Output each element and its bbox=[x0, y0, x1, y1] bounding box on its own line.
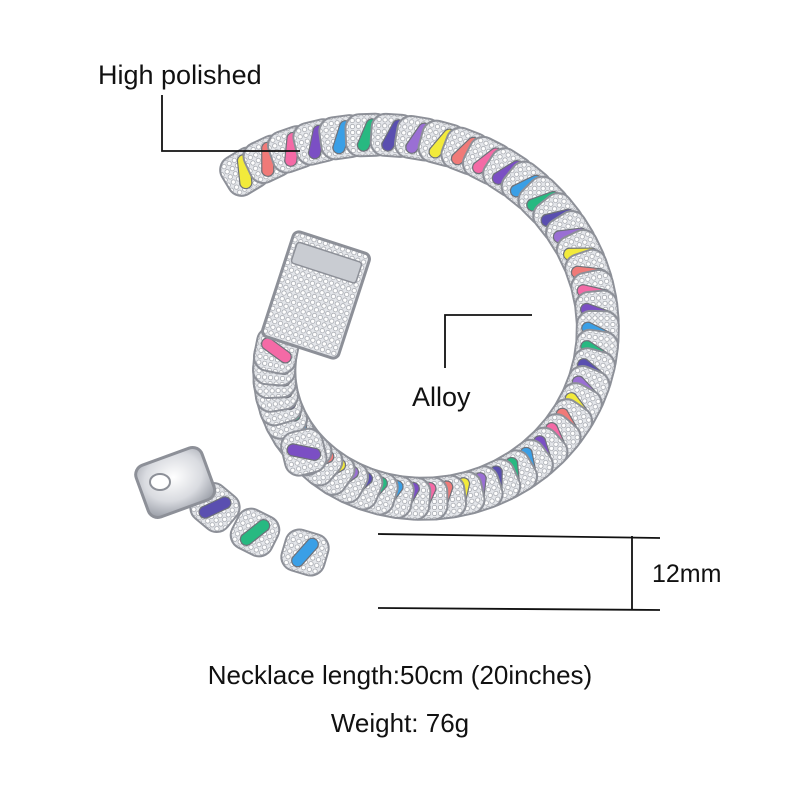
width-label: 12mm bbox=[652, 560, 722, 588]
necklace-length-caption: Necklace length:50cm (20inches) bbox=[207, 660, 593, 690]
end-loop bbox=[134, 445, 217, 519]
box-clasp bbox=[261, 230, 371, 360]
chain-links bbox=[189, 112, 620, 577]
alloy-leader bbox=[444, 314, 532, 368]
high-polished-leader bbox=[161, 95, 300, 152]
weight-caption: Weight: 76g bbox=[330, 708, 470, 738]
chain-link bbox=[280, 528, 330, 577]
annotation-lines bbox=[161, 95, 661, 611]
chain-link bbox=[229, 507, 281, 558]
chain-link bbox=[280, 427, 328, 477]
width-bottom-line bbox=[377, 607, 661, 611]
chain-link bbox=[189, 482, 241, 533]
high-polished-label: High polished bbox=[98, 60, 262, 90]
alloy-label: Alloy bbox=[412, 382, 471, 412]
width-top-line bbox=[377, 533, 661, 539]
